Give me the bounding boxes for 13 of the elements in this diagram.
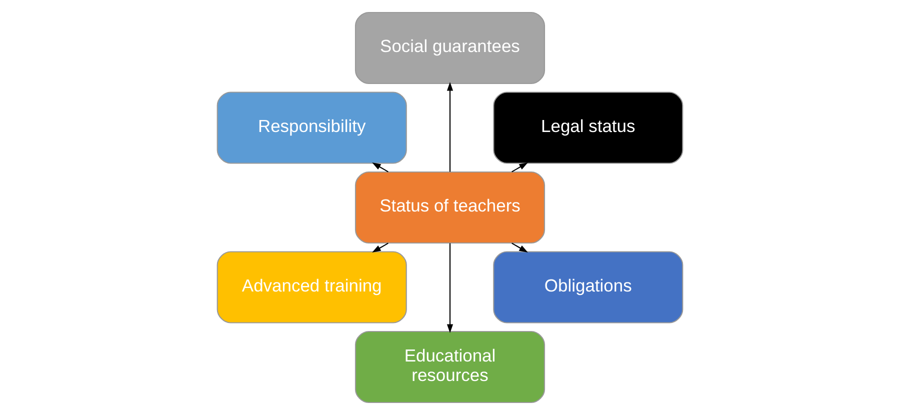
node-box: Legal status bbox=[493, 92, 684, 164]
node-box: Obligations bbox=[493, 251, 684, 324]
arrow bbox=[446, 82, 454, 172]
node-box: Status of teachers bbox=[354, 171, 546, 244]
arrow bbox=[446, 243, 454, 333]
node-box: Social guarantees bbox=[354, 12, 546, 84]
arrow bbox=[372, 242, 388, 252]
node-box: Educational resources bbox=[354, 330, 546, 404]
arrow bbox=[512, 242, 528, 252]
arrow bbox=[512, 162, 528, 172]
arrow bbox=[372, 162, 388, 172]
node-box: Advanced training bbox=[216, 251, 407, 324]
node-box: Responsibility bbox=[216, 92, 407, 164]
